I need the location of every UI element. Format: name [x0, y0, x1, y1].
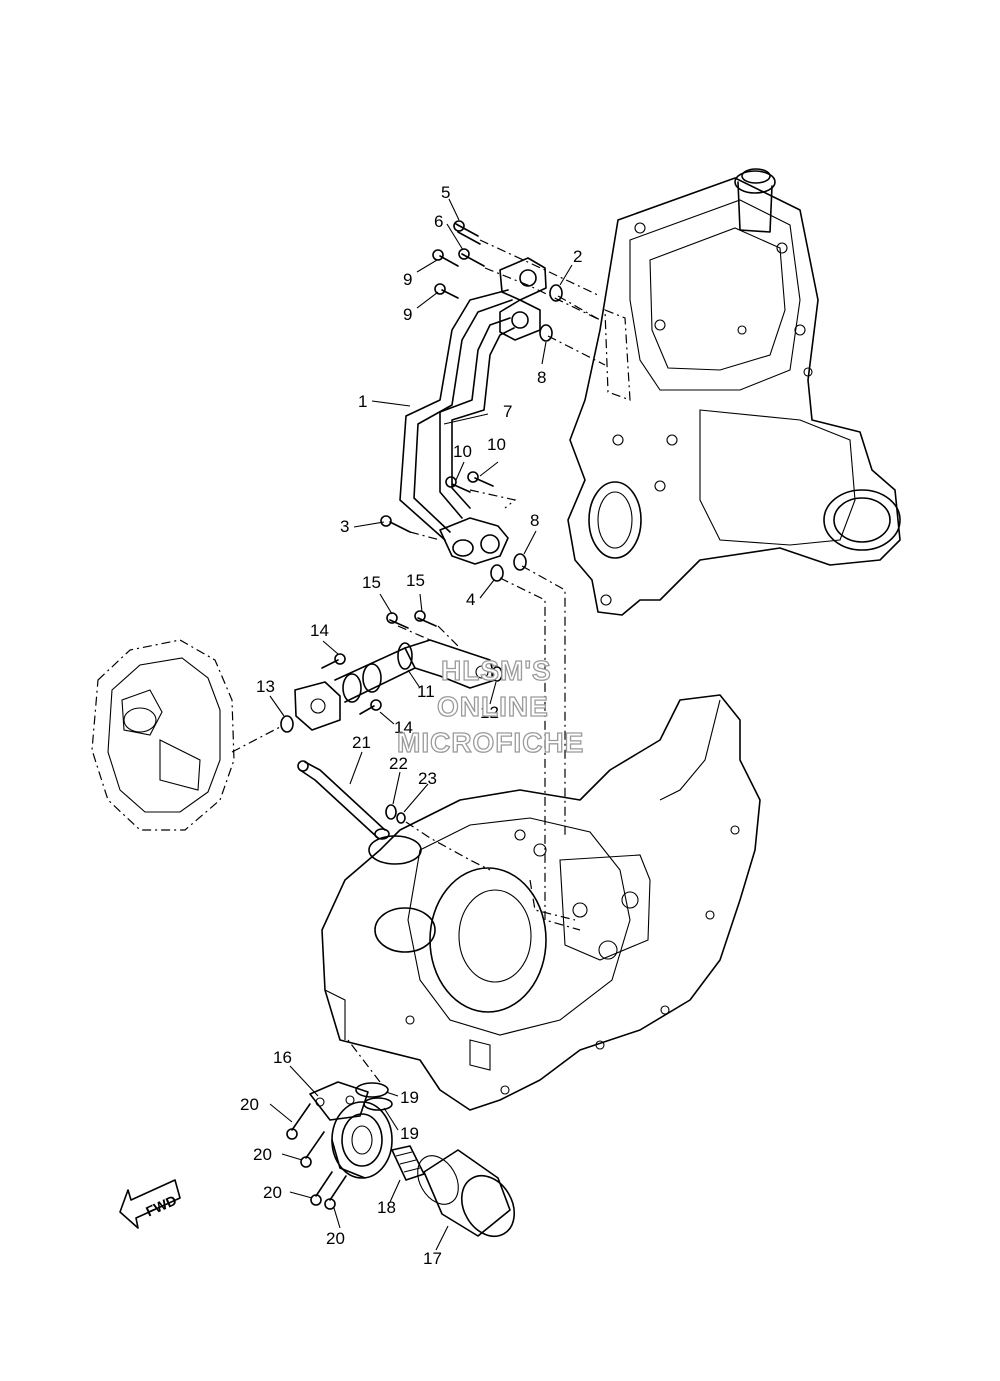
callout-8: 8: [530, 511, 539, 530]
callout-1: 1: [358, 392, 367, 411]
watermark-line1: HLSM'S: [441, 655, 552, 686]
callout-20: 20: [240, 1095, 259, 1114]
callout-11: 11: [417, 682, 435, 701]
callout-18: 18: [377, 1198, 396, 1217]
callout-20: 20: [326, 1229, 345, 1248]
oil-cooler-body: [331, 1101, 393, 1179]
callout-4: 4: [466, 590, 475, 609]
callout-2: 2: [573, 247, 582, 266]
callout-14: 14: [310, 621, 329, 640]
callout-15: 15: [362, 573, 381, 592]
callout-5: 5: [441, 183, 450, 202]
fwd-label: FWD: [143, 1192, 179, 1220]
callout-13: 13: [256, 677, 275, 696]
o-rings: [280, 284, 563, 824]
side-cover: [91, 639, 235, 831]
fwd-arrow-icon: FWD: [119, 1179, 181, 1229]
o-rings-19: [355, 1082, 393, 1111]
callout-20: 20: [253, 1145, 272, 1164]
callout-19: 19: [400, 1088, 419, 1107]
upper-pipe-flanges: [499, 257, 547, 341]
callout-19: 19: [400, 1124, 419, 1143]
bolts: [286, 220, 494, 1210]
watermark-line2: ONLINE: [437, 691, 549, 722]
callout-20: 20: [263, 1183, 282, 1202]
watermark: HLSM'S ONLINE MICROFICHE: [396, 654, 584, 758]
lower-pipe-flange: [439, 517, 509, 565]
callout-9: 9: [403, 305, 412, 324]
cylinder-head: [567, 168, 901, 616]
callout-16: 16: [273, 1048, 292, 1067]
oil-hose-21: [297, 760, 390, 840]
callout-14: 14: [394, 718, 413, 737]
watermark-line3: MICROFICHE: [397, 727, 584, 758]
crankcase: [321, 694, 761, 1111]
callout-15: 15: [406, 571, 425, 590]
oil-pipe-1: [399, 289, 513, 541]
oil-pipe-7: [439, 317, 515, 519]
callout-10: 10: [487, 435, 506, 454]
leader-lines: [269, 198, 573, 1251]
callout-8: 8: [537, 368, 546, 387]
callout-22: 22: [389, 754, 408, 773]
callout-23: 23: [418, 769, 437, 788]
callout-7: 7: [503, 402, 512, 421]
assembly-lines: [231, 239, 606, 1083]
callout-21: 21: [352, 733, 371, 752]
callout-17: 17: [423, 1249, 442, 1268]
callout-12: 12: [480, 703, 499, 722]
oil-filter-17: [417, 1149, 516, 1237]
callouts: 5 6 9 9 2 8 1 7 10 10 3 8 4 15 15 14 11 …: [240, 183, 582, 1268]
callout-3: 3: [340, 517, 349, 536]
callout-10: 10: [453, 442, 472, 461]
callout-9: 9: [403, 270, 412, 289]
callout-6: 6: [434, 212, 443, 231]
